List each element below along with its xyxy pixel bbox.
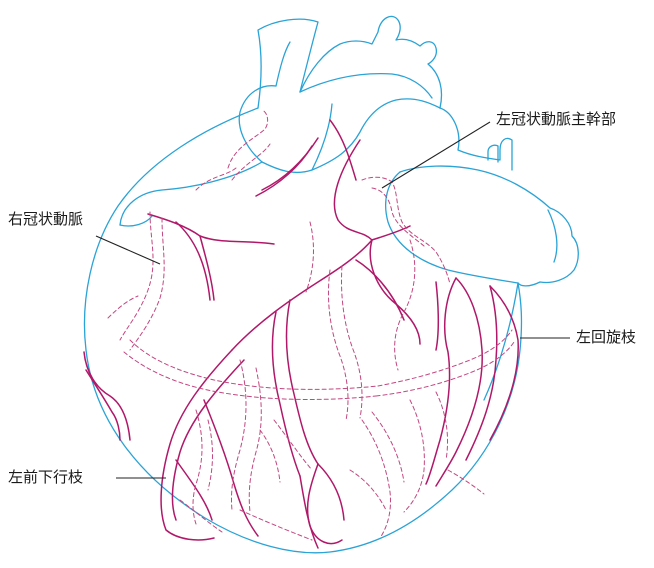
hidden-arteries <box>108 110 514 540</box>
visible-arteries <box>84 120 518 548</box>
aorta-inner-outline <box>300 74 432 98</box>
left-ventricle-outline <box>400 166 578 286</box>
lcx-obtuse-marginal <box>370 240 420 344</box>
rca-upper <box>148 214 274 244</box>
hidden-artery-19 <box>208 420 213 490</box>
lcx-marginal-right <box>426 278 456 484</box>
lad-diagonal-2 <box>308 464 342 544</box>
label-right-coronary-artery: 右冠状動脈 <box>8 212 83 227</box>
hidden-artery-21 <box>362 420 391 538</box>
hidden-artery-17 <box>249 368 261 512</box>
lcx-tip <box>436 282 438 350</box>
hidden-artery-4 <box>124 352 376 399</box>
hidden-artery-1 <box>120 212 153 340</box>
rca-upper-c <box>200 236 214 300</box>
heart-outline <box>84 16 578 552</box>
hidden-artery-28 <box>448 470 484 494</box>
lcx-branch-a <box>356 260 404 320</box>
svc-inner-outline <box>276 42 290 86</box>
left-auricle-lobe <box>548 210 557 262</box>
hidden-artery-7 <box>228 110 268 168</box>
hidden-artery-15 <box>306 222 313 292</box>
hidden-artery-3 <box>130 340 378 389</box>
rca-marginal-left <box>84 352 130 440</box>
rca-marginal-left-b <box>86 370 120 440</box>
hidden-artery-6 <box>376 342 514 396</box>
hidden-artery-23 <box>404 400 424 512</box>
hidden-artery-2 <box>130 218 164 350</box>
leader-line-right-coronary <box>96 236 160 264</box>
superior-vena-cava-outline <box>258 19 318 108</box>
hidden-artery-18 <box>193 410 202 524</box>
hidden-artery-13 <box>328 270 348 420</box>
label-left-circumflex-branch: 左回旋枝 <box>576 330 636 345</box>
left-ventricle-edge <box>484 283 518 400</box>
lad-apex-branch <box>300 476 318 548</box>
label-left-main-coronary-artery: 左冠状動脈主幹部 <box>496 112 616 127</box>
pulmonary-inner-outline <box>312 104 332 170</box>
aortic-arch-outline <box>300 16 442 108</box>
lcx-marginal-right-b <box>436 278 482 486</box>
hidden-artery-27 <box>350 470 386 510</box>
hidden-artery-30 <box>108 296 138 318</box>
hidden-artery-29 <box>260 430 280 482</box>
atrial-appendage-outline <box>120 216 152 226</box>
label-left-anterior-descending-branch: 左前下行枝 <box>8 470 83 485</box>
hidden-artery-20 <box>274 420 312 470</box>
right-atrium-outline <box>120 86 276 225</box>
hidden-artery-10 <box>362 177 450 284</box>
hidden-artery-14 <box>342 266 363 418</box>
lad-diagonal-1 <box>287 300 318 464</box>
lad-branch-2 <box>204 400 258 536</box>
hidden-artery-16 <box>231 360 246 510</box>
rca-conus-branch <box>262 138 318 190</box>
lad-proximal <box>232 240 372 350</box>
lad-diagonal-2b <box>318 464 344 520</box>
heart-body-outline <box>84 108 521 553</box>
hidden-artery-9 <box>196 168 236 190</box>
rca-upper-b <box>176 222 210 300</box>
